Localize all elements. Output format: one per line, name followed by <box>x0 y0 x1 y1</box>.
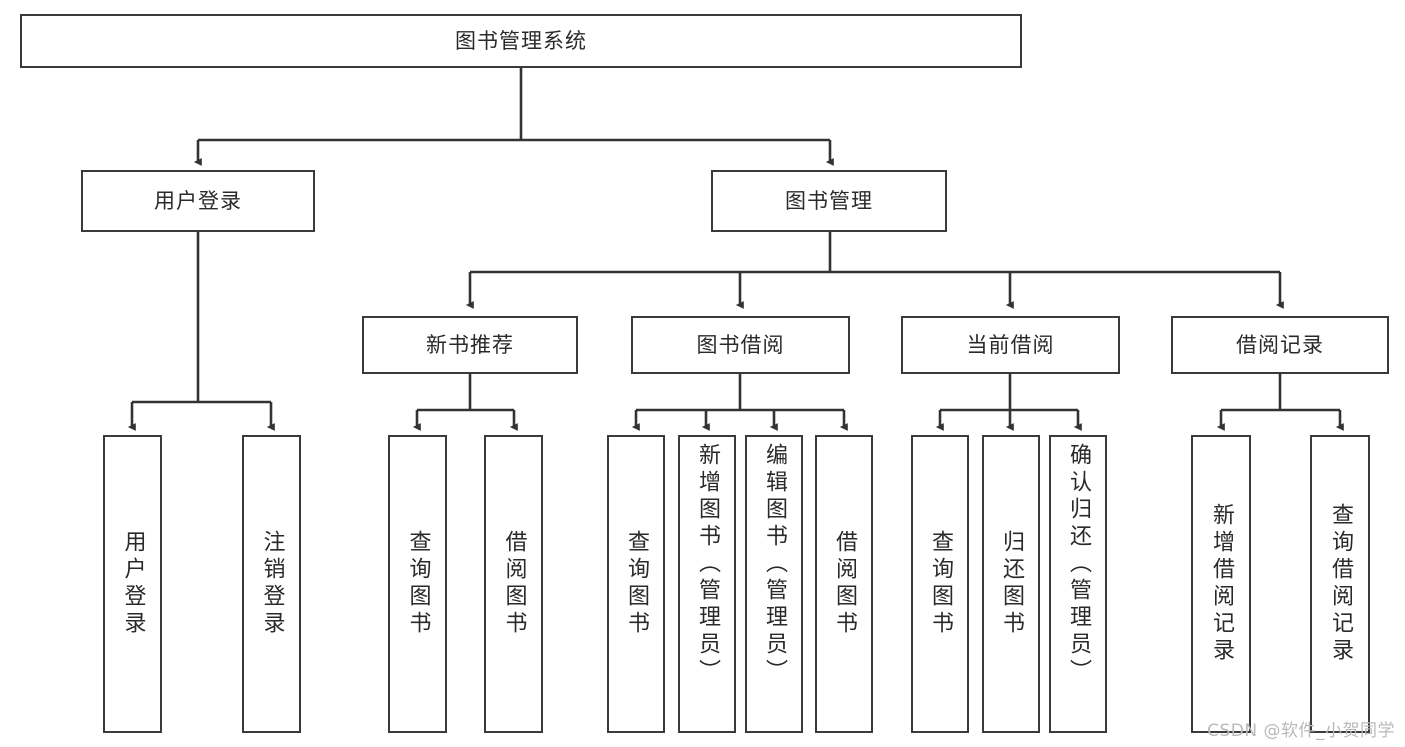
node-leaf-user-login-label: 用户登录 <box>120 530 146 638</box>
node-leaf-query-book-1[interactable]: 查询图书 <box>388 435 447 733</box>
node-root-label: 图书管理系统 <box>455 28 587 53</box>
node-leaf-add-book-label: 新增图书（管理员） <box>695 443 720 686</box>
node-current-borrow-label: 当前借阅 <box>966 332 1055 357</box>
node-leaf-add-record-label: 新增借阅记录 <box>1209 503 1234 665</box>
node-leaf-query-record-label: 查询借阅记录 <box>1328 503 1353 665</box>
node-borrow-record-label: 借阅记录 <box>1236 332 1324 357</box>
node-book-borrow[interactable]: 图书借阅 <box>631 316 850 374</box>
node-leaf-logout-label: 注销登录 <box>259 530 285 638</box>
node-leaf-return-book[interactable]: 归还图书 <box>982 435 1040 733</box>
node-leaf-user-login[interactable]: 用户登录 <box>103 435 162 733</box>
node-leaf-borrow-book-2[interactable]: 借阅图书 <box>815 435 873 733</box>
node-user-login-label: 用户登录 <box>154 188 242 213</box>
node-leaf-query-book-2[interactable]: 查询图书 <box>607 435 665 733</box>
node-leaf-query-book-2-label: 查询图书 <box>624 530 649 638</box>
node-leaf-confirm-return-label: 确认归还（管理员） <box>1066 443 1091 686</box>
node-leaf-edit-book[interactable]: 编辑图书（管理员） <box>745 435 803 733</box>
node-leaf-query-book-3[interactable]: 查询图书 <box>911 435 969 733</box>
node-leaf-confirm-return[interactable]: 确认归还（管理员） <box>1049 435 1107 733</box>
node-new-book-recommend[interactable]: 新书推荐 <box>362 316 578 374</box>
node-leaf-add-record[interactable]: 新增借阅记录 <box>1191 435 1251 733</box>
node-leaf-query-book-1-label: 查询图书 <box>405 530 431 638</box>
node-user-login[interactable]: 用户登录 <box>81 170 315 232</box>
node-borrow-record[interactable]: 借阅记录 <box>1171 316 1389 374</box>
node-leaf-query-record[interactable]: 查询借阅记录 <box>1310 435 1370 733</box>
node-leaf-borrow-book-2-label: 借阅图书 <box>832 530 857 638</box>
node-leaf-edit-book-label: 编辑图书（管理员） <box>762 443 787 686</box>
node-root[interactable]: 图书管理系统 <box>20 14 1022 68</box>
node-new-book-recommend-label: 新书推荐 <box>426 332 514 357</box>
csdn-watermark: CSDN @软件_小贺同学 <box>1207 721 1395 741</box>
node-leaf-borrow-book-1[interactable]: 借阅图书 <box>484 435 543 733</box>
node-book-manage-label: 图书管理 <box>785 188 873 213</box>
node-leaf-borrow-book-1-label: 借阅图书 <box>501 530 527 638</box>
node-leaf-logout[interactable]: 注销登录 <box>242 435 301 733</box>
node-book-manage[interactable]: 图书管理 <box>711 170 947 232</box>
node-book-borrow-label: 图书借阅 <box>696 332 785 357</box>
node-leaf-return-book-label: 归还图书 <box>999 530 1024 638</box>
node-leaf-add-book[interactable]: 新增图书（管理员） <box>678 435 736 733</box>
node-current-borrow[interactable]: 当前借阅 <box>901 316 1120 374</box>
node-leaf-query-book-3-label: 查询图书 <box>928 530 953 638</box>
